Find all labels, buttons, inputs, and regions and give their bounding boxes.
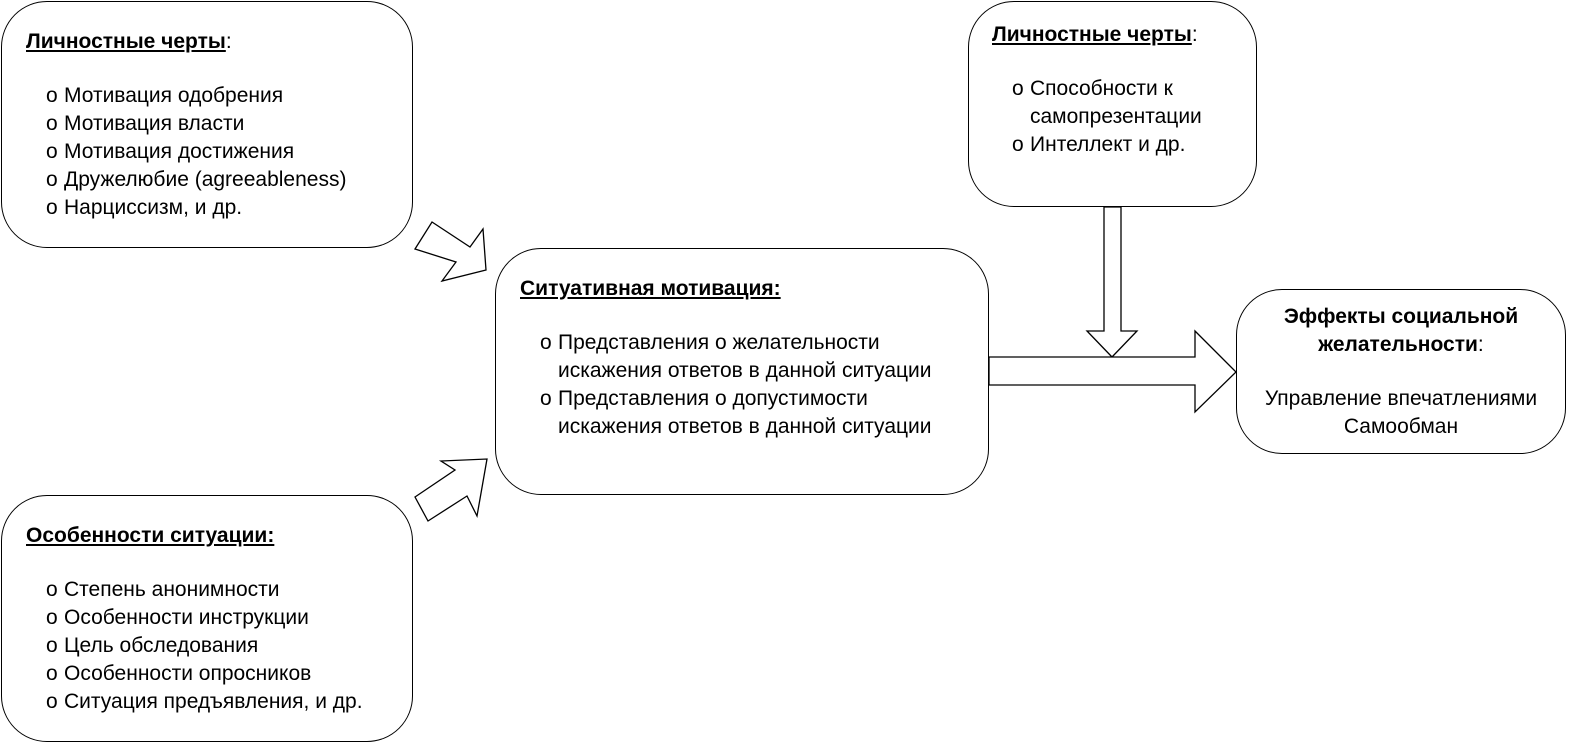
effects-list: Управление впечатлениями Самообман [1245, 385, 1557, 441]
effect-impression-management: Управление впечатлениями [1264, 387, 1538, 410]
arrow-motivation-to-effects [988, 329, 1237, 414]
personality-traits-title: Личностные черты: [26, 30, 232, 53]
arrow-situation-to-motivation [414, 458, 488, 522]
effect-self-deception: Самообман [1343, 415, 1459, 438]
arrow-personality-right-to-main [1085, 206, 1139, 358]
situational-motivation-title: Ситуативная мотивация: [520, 277, 781, 300]
personality-traits-right-title: Личностные черты: [992, 23, 1198, 46]
arrow-personality-to-motivation [414, 221, 487, 283]
situation-features-title: Особенности ситуации: [26, 524, 275, 547]
